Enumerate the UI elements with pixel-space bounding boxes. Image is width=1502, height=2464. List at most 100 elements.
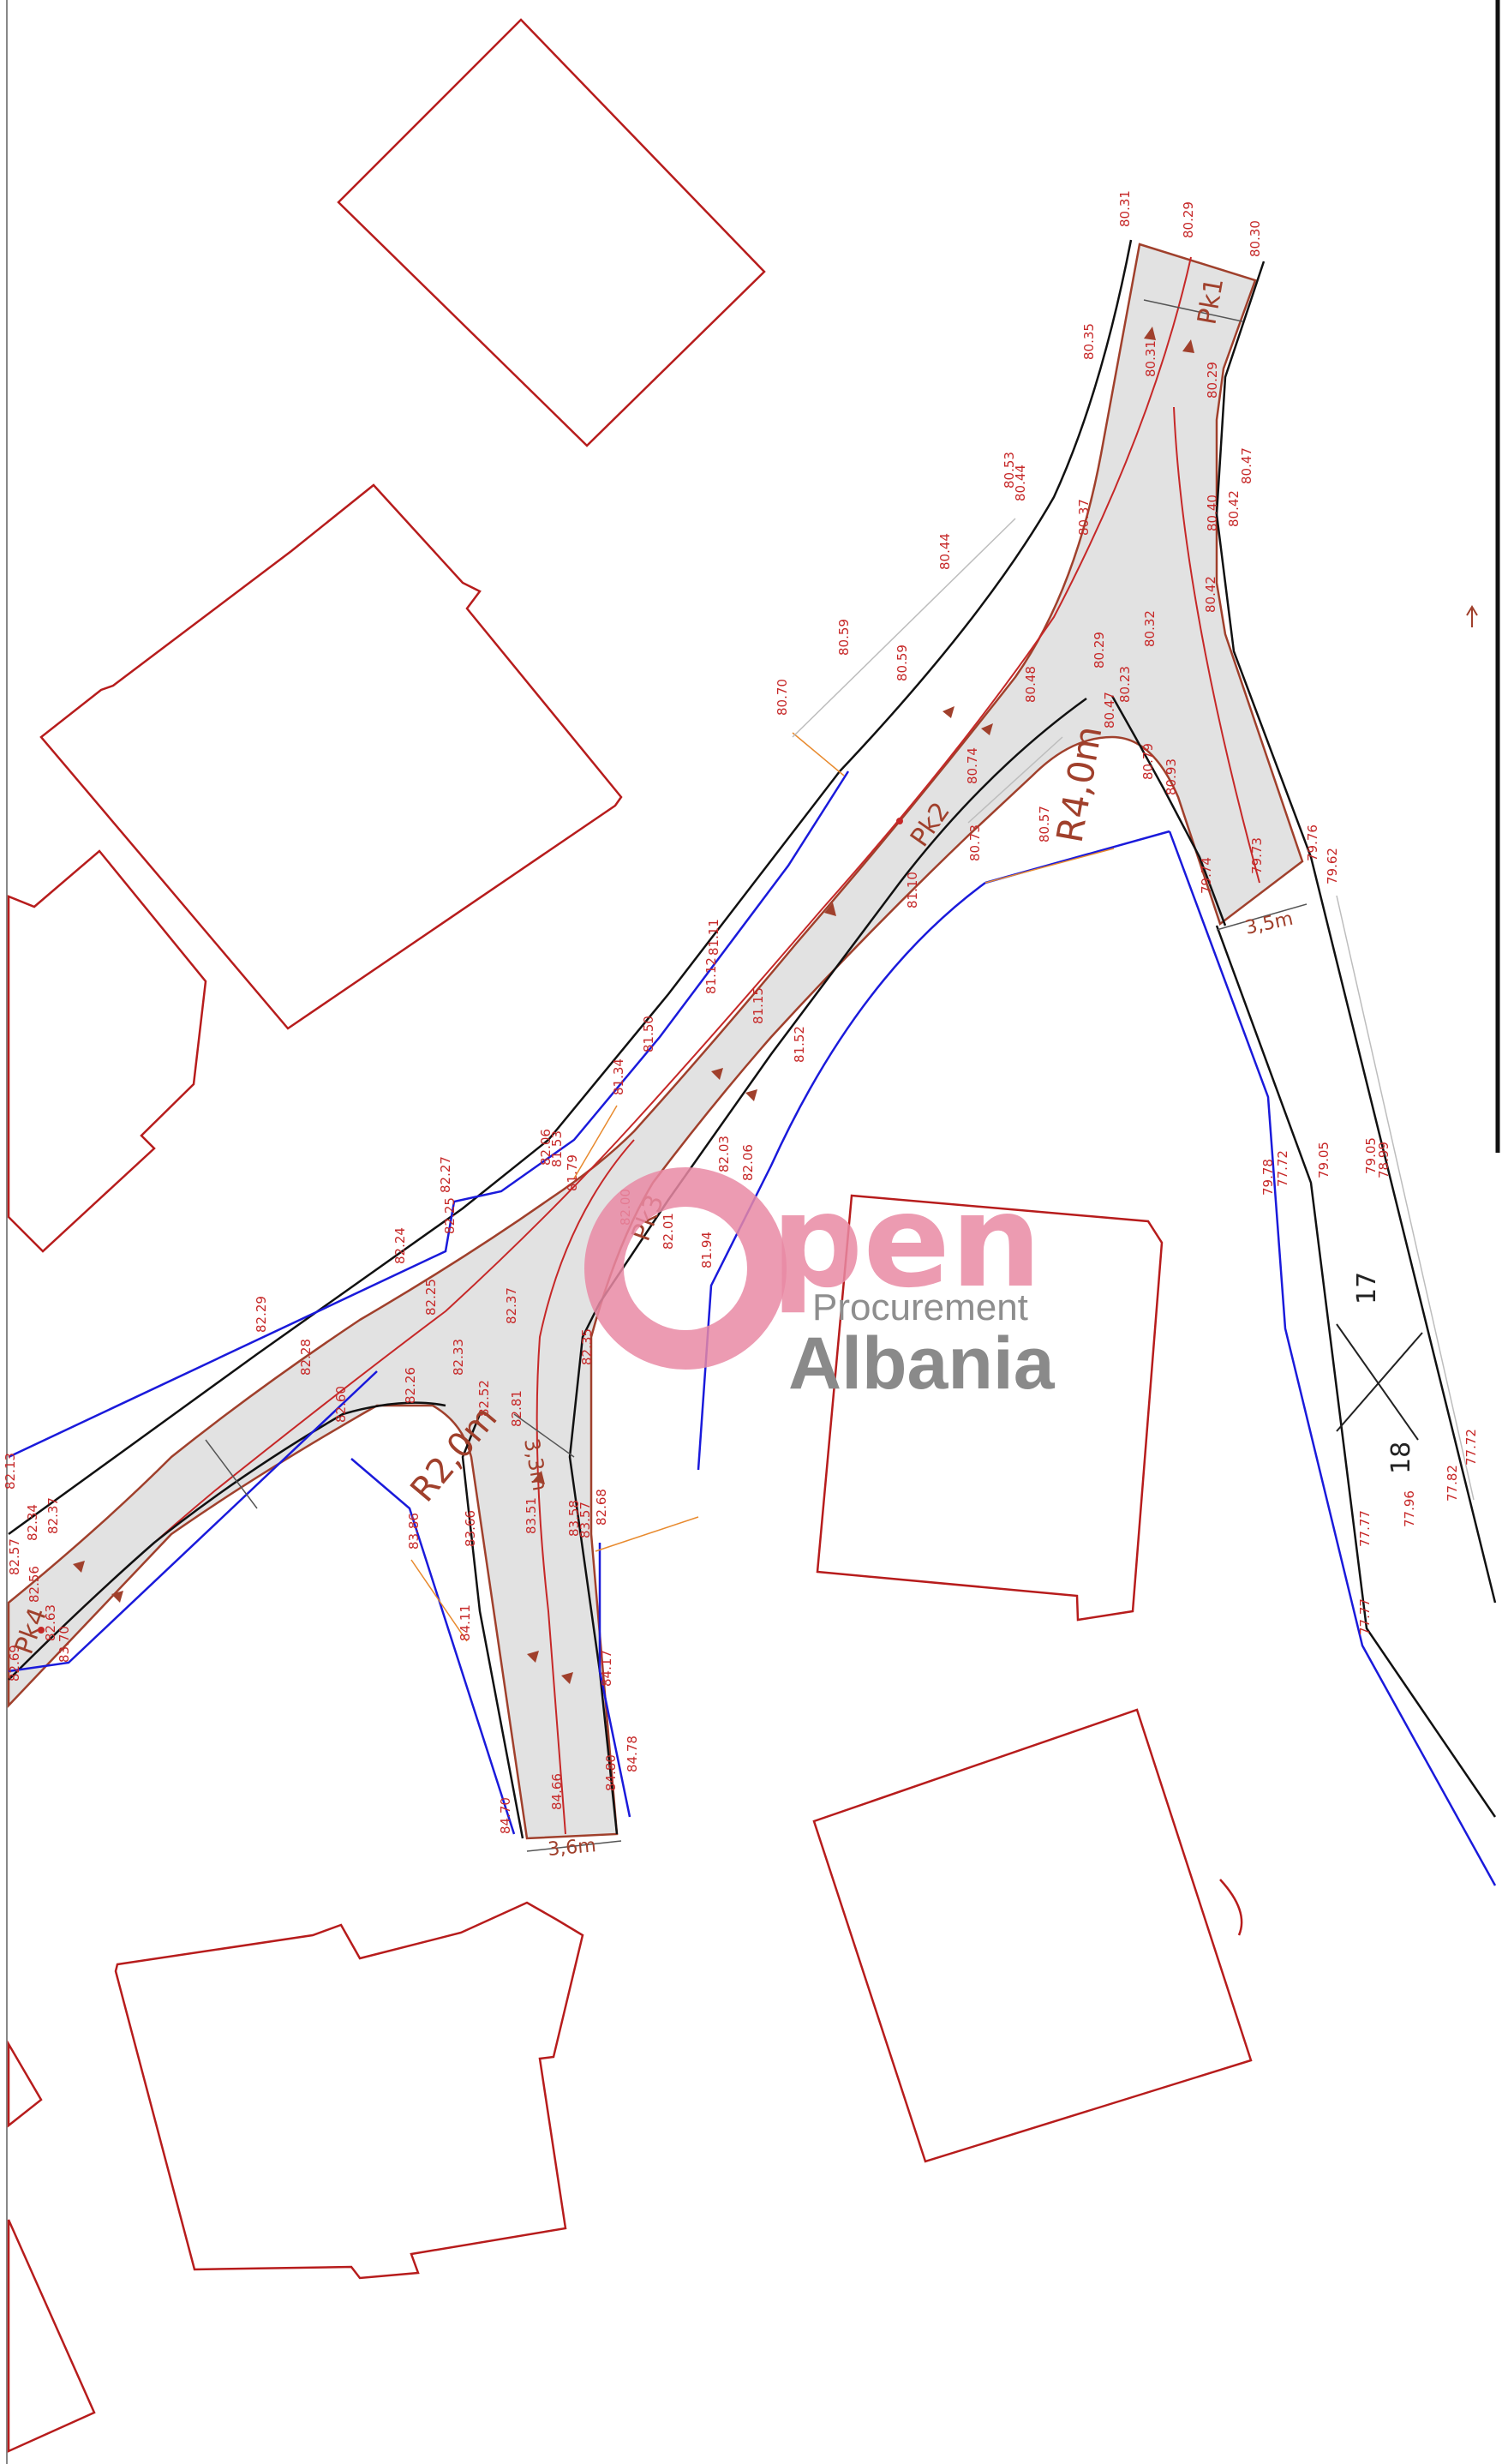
arrow-icon-7 xyxy=(745,1089,757,1101)
elevation-label: 84.70 xyxy=(498,1797,513,1834)
elevation-label: 80.32 xyxy=(1142,610,1158,647)
arrow-icon-2 xyxy=(1182,339,1194,353)
elevation-label: 81.94 xyxy=(699,1232,715,1268)
edge-black-1 xyxy=(8,239,1133,1536)
elevation-label: 83.58 xyxy=(566,1500,582,1537)
elevation-label: 80.70 xyxy=(775,679,790,716)
elevation-label: 79.62 xyxy=(1325,848,1340,884)
parcel-17: 17 xyxy=(1352,1272,1382,1304)
elevation-label: 82.57 xyxy=(7,1538,22,1575)
elevation-label: 84.80 xyxy=(603,1754,619,1791)
centerline-branch xyxy=(536,1139,635,1835)
dimension-lines xyxy=(205,299,1308,1852)
elevation-label: 82.68 xyxy=(594,1489,609,1526)
elevation-label: 80.79 xyxy=(1140,743,1156,780)
elevation-label: 80.30 xyxy=(1248,220,1263,257)
building-5-arc xyxy=(1219,1879,1243,1936)
elevation-label: 80.59 xyxy=(895,644,910,681)
building-4 xyxy=(816,1194,1164,1622)
elevation-label: 82.56 xyxy=(27,1566,42,1603)
open-procurement-albania-watermark: pen Procurement Albania xyxy=(584,1167,1056,1405)
building-2 xyxy=(39,483,623,1030)
elevation-label: 77.82 xyxy=(1445,1465,1460,1502)
elevation-label: 82.24 xyxy=(392,1227,408,1264)
elevation-label: 80.44 xyxy=(937,533,953,570)
fence-5 xyxy=(350,1458,516,1835)
elevation-label: 83.57 xyxy=(577,1502,593,1538)
centerline-east xyxy=(1173,406,1260,884)
elevation-label: 83.70 xyxy=(57,1626,72,1663)
centerline-main xyxy=(8,256,1192,1681)
dim-line-east xyxy=(1216,903,1308,931)
parcel-line-a xyxy=(1336,1323,1419,1441)
thin-grey-lines xyxy=(792,518,1475,1501)
orange-line-1 xyxy=(792,732,845,776)
elevation-label: 80.42 xyxy=(1203,576,1218,613)
elevation-label: 82.69 xyxy=(7,1645,22,1682)
elevation-label: 82.37 xyxy=(45,1497,61,1534)
elevation-label: 82.81 xyxy=(509,1390,524,1427)
arrow-icon-3 xyxy=(942,706,954,718)
existing-edges xyxy=(8,239,1497,1839)
elevation-label: 80.57 xyxy=(1037,806,1052,842)
elevation-label: 80.47 xyxy=(1239,447,1254,484)
arrow-icon-9 xyxy=(73,1561,85,1573)
elevation-label: 82.03 xyxy=(716,1136,732,1172)
building-1 xyxy=(337,18,766,447)
edge-black-3 xyxy=(1215,925,1497,1818)
elevation-label: 80.31 xyxy=(1117,190,1133,227)
elevation-label: 80.59 xyxy=(836,619,852,656)
parcel-line-b xyxy=(1336,1332,1423,1432)
elevation-label: 83.86 xyxy=(406,1513,422,1550)
arrow-icon-12 xyxy=(561,1672,573,1684)
elevation-label: 82.35 xyxy=(579,1328,595,1365)
elevation-label: 80.29 xyxy=(1092,632,1107,668)
fence-1 xyxy=(8,770,850,1459)
elevation-label: 82.33 xyxy=(451,1339,466,1376)
elevation-label: 82.25 xyxy=(423,1279,439,1316)
arrow-icon-11 xyxy=(527,1651,539,1663)
elevation-label: 81.50 xyxy=(641,1016,656,1052)
elevation-label: 82.13 xyxy=(3,1453,18,1490)
fence-2 xyxy=(1168,830,1497,1886)
edge-black-6 xyxy=(461,1413,524,1839)
arrow-icon-8 xyxy=(533,1471,545,1484)
elevation-label: 81.11 xyxy=(706,919,721,956)
fence-4 xyxy=(697,881,986,1471)
parcel-18: 18 xyxy=(1386,1442,1416,1474)
elevation-label: 81.52 xyxy=(792,1026,807,1063)
elevation-label: 80.40 xyxy=(1205,495,1220,531)
elevation-label: 82.37 xyxy=(504,1287,519,1324)
elevation-label: 81.79 xyxy=(565,1154,580,1191)
elevation-label: 82.26 xyxy=(403,1367,418,1404)
elevation-label: 80.37 xyxy=(1076,499,1092,536)
watermark-o-icon xyxy=(584,1167,787,1370)
watermark-pen: pen xyxy=(771,1167,1042,1316)
elevation-label: 80.31 xyxy=(1143,340,1158,377)
orange-line-2 xyxy=(984,848,1115,884)
elevation-label: 82.25 xyxy=(442,1197,458,1234)
elevation-label: 81.53 xyxy=(549,1130,565,1167)
dim-line-mid xyxy=(513,1413,575,1458)
elevation-label: 80.74 xyxy=(965,747,980,784)
building-3 xyxy=(7,849,207,1253)
station-marker-pk4 xyxy=(38,1627,45,1634)
arrow-icon-10 xyxy=(111,1591,123,1603)
building-8 xyxy=(7,2219,96,2453)
fence-7 xyxy=(8,1370,378,1673)
grey-line-1 xyxy=(792,518,1016,738)
elevation-label: 77.77 xyxy=(1357,1598,1373,1635)
elevation-label: 84.78 xyxy=(625,1736,640,1772)
grey-line-3 xyxy=(967,736,1063,824)
elevation-label: 78.99 xyxy=(1376,1142,1391,1178)
grey-line-2 xyxy=(1336,895,1475,1501)
elevation-label: 82.52 xyxy=(476,1380,492,1417)
elevation-label: 82.28 xyxy=(298,1339,314,1376)
elevation-label: 77.72 xyxy=(1463,1429,1479,1466)
road-area xyxy=(7,243,1304,1840)
elevation-label: 77.72 xyxy=(1275,1150,1290,1187)
buildings xyxy=(7,18,1253,2453)
arrow-icon-5 xyxy=(824,902,836,916)
elevation-label: 82.29 xyxy=(254,1296,269,1333)
elevation-label: 81.10 xyxy=(905,872,920,908)
